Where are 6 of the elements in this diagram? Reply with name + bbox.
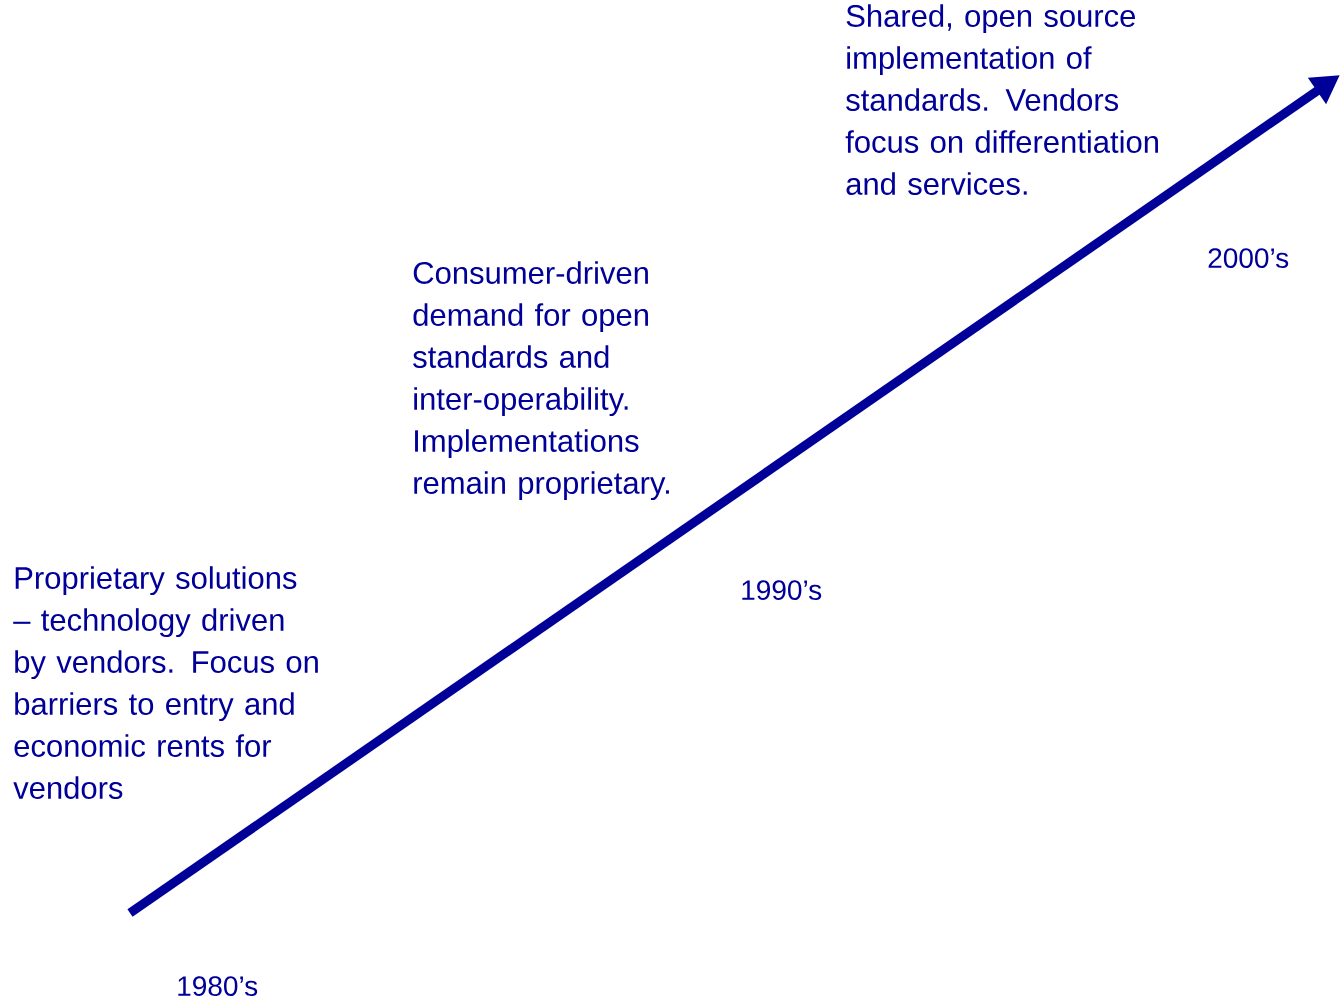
decade-label: 1980’s xyxy=(178,976,258,996)
era-description: Consumer-driven demand for open standards and inter-operability. Implementations remain proprietary. xyxy=(413,261,669,501)
decade-label: 1990’s xyxy=(742,580,822,600)
decade-label: 2000’s xyxy=(1208,248,1289,268)
era-description: Proprietary solutions – technology driven by vendors. Focus on barriers to entry and economic rents for vendors xyxy=(13,566,318,799)
era-description: Shared, open source implementation of standards. Vendors focus on differentiation and services. xyxy=(845,4,1158,195)
